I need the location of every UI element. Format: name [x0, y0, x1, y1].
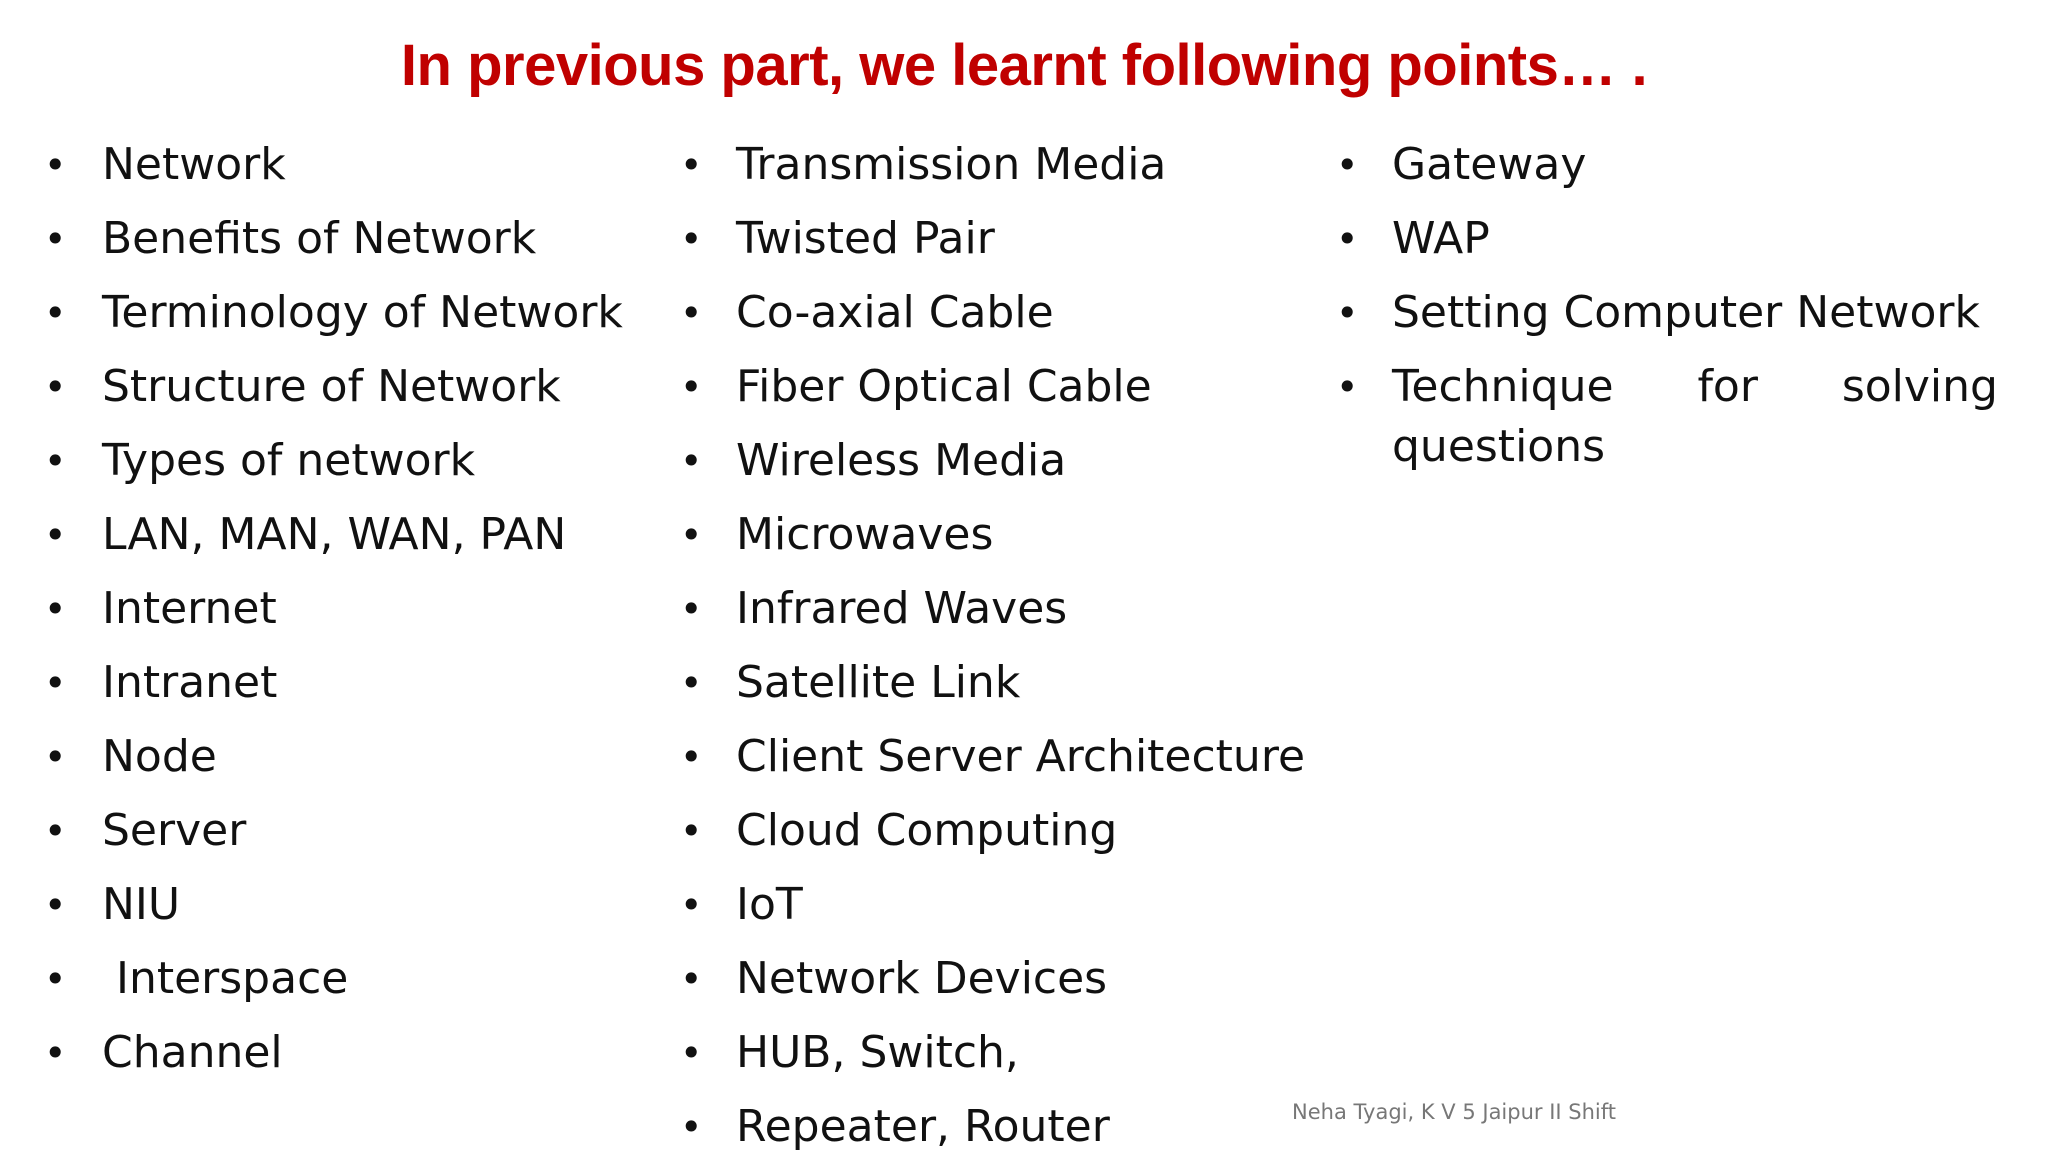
bullet-icon: • — [44, 809, 67, 853]
footer-credit: Neha Tyagi, K V 5 Jaipur II Shift — [1292, 1100, 1617, 1124]
bullet-icon: • — [680, 957, 703, 1001]
list-item: •Satellite Link — [680, 653, 1340, 727]
list-item: •Network Devices — [680, 949, 1340, 1023]
bullet-icon: • — [680, 143, 703, 187]
list-item: •Benefits of Network — [44, 209, 664, 283]
list-item: •Terminology of Network — [44, 283, 664, 357]
list-item: •Structure of Network — [44, 357, 664, 431]
bullet-icon: • — [680, 365, 703, 409]
bullet-icon: • — [680, 1105, 703, 1149]
list-item: •Fiber Optical Cable — [680, 357, 1340, 431]
bullet-icon: • — [44, 439, 67, 483]
bullet-icon: • — [680, 883, 703, 927]
topics-column-1: •Network •Benefits of Network •Terminolo… — [44, 135, 664, 1097]
bullet-icon: • — [680, 809, 703, 853]
bullet-icon: • — [680, 439, 703, 483]
bullet-icon: • — [1336, 217, 1359, 261]
bullet-icon: • — [1336, 143, 1359, 187]
list-item: • Technique for solving questions — [1336, 357, 2016, 497]
list-item: •Node — [44, 727, 664, 801]
bullet-icon: • — [680, 513, 703, 557]
list-item: •Wireless Media — [680, 431, 1340, 505]
bullet-icon: • — [1336, 365, 1359, 409]
bullet-icon: • — [44, 661, 67, 705]
list-item: •Server — [44, 801, 664, 875]
bullet-icon: • — [44, 957, 67, 1001]
list-item: •NIU — [44, 875, 664, 949]
bullet-icon: • — [680, 735, 703, 779]
bullet-icon: • — [44, 365, 67, 409]
bullet-icon: • — [680, 217, 703, 261]
list-item: •IoT — [680, 875, 1340, 949]
list-item: •WAP — [1336, 209, 2016, 283]
bullet-icon: • — [44, 735, 67, 779]
bullet-icon: • — [44, 143, 67, 187]
list-item: •Co-axial Cable — [680, 283, 1340, 357]
justified-line: Technique for solving — [1392, 361, 1998, 412]
topics-column-3: •Gateway •WAP •Setting Computer Network … — [1336, 135, 2016, 497]
list-item: •Network — [44, 135, 664, 209]
bullet-icon: • — [680, 587, 703, 631]
bullet-icon: • — [44, 1031, 67, 1075]
bullet-icon: • — [44, 587, 67, 631]
list-item: •HUB, Switch, — [680, 1023, 1340, 1097]
bullet-icon: • — [44, 291, 67, 335]
list-item: •Types of network — [44, 431, 664, 505]
bullet-icon: • — [680, 661, 703, 705]
list-item: •Twisted Pair — [680, 209, 1340, 283]
bullet-icon: • — [1336, 291, 1359, 335]
bullet-icon: • — [680, 1031, 703, 1075]
list-item: •LAN, MAN, WAN, PAN — [44, 505, 664, 579]
bullet-icon: • — [44, 513, 67, 557]
topics-column-2: •Transmission Media •Twisted Pair •Co-ax… — [680, 135, 1340, 1171]
list-item: •Internet — [44, 579, 664, 653]
slide-title: In previous part, we learnt following po… — [400, 33, 1648, 98]
list-item: •Repeater, Router — [680, 1097, 1340, 1171]
bullet-icon: • — [680, 291, 703, 335]
list-item: •Microwaves — [680, 505, 1340, 579]
list-item: •Cloud Computing — [680, 801, 1340, 875]
list-item: •Setting Computer Network — [1336, 283, 2016, 357]
bullet-icon: • — [44, 883, 67, 927]
list-item: •Gateway — [1336, 135, 2016, 209]
bullet-icon: • — [44, 217, 67, 261]
list-item: •Infrared Waves — [680, 579, 1340, 653]
list-item: •Transmission Media — [680, 135, 1340, 209]
list-item: •Channel — [44, 1023, 664, 1097]
list-item: •Client Server Architecture — [680, 727, 1340, 801]
list-item: •Intranet — [44, 653, 664, 727]
list-item: • Interspace — [44, 949, 664, 1023]
